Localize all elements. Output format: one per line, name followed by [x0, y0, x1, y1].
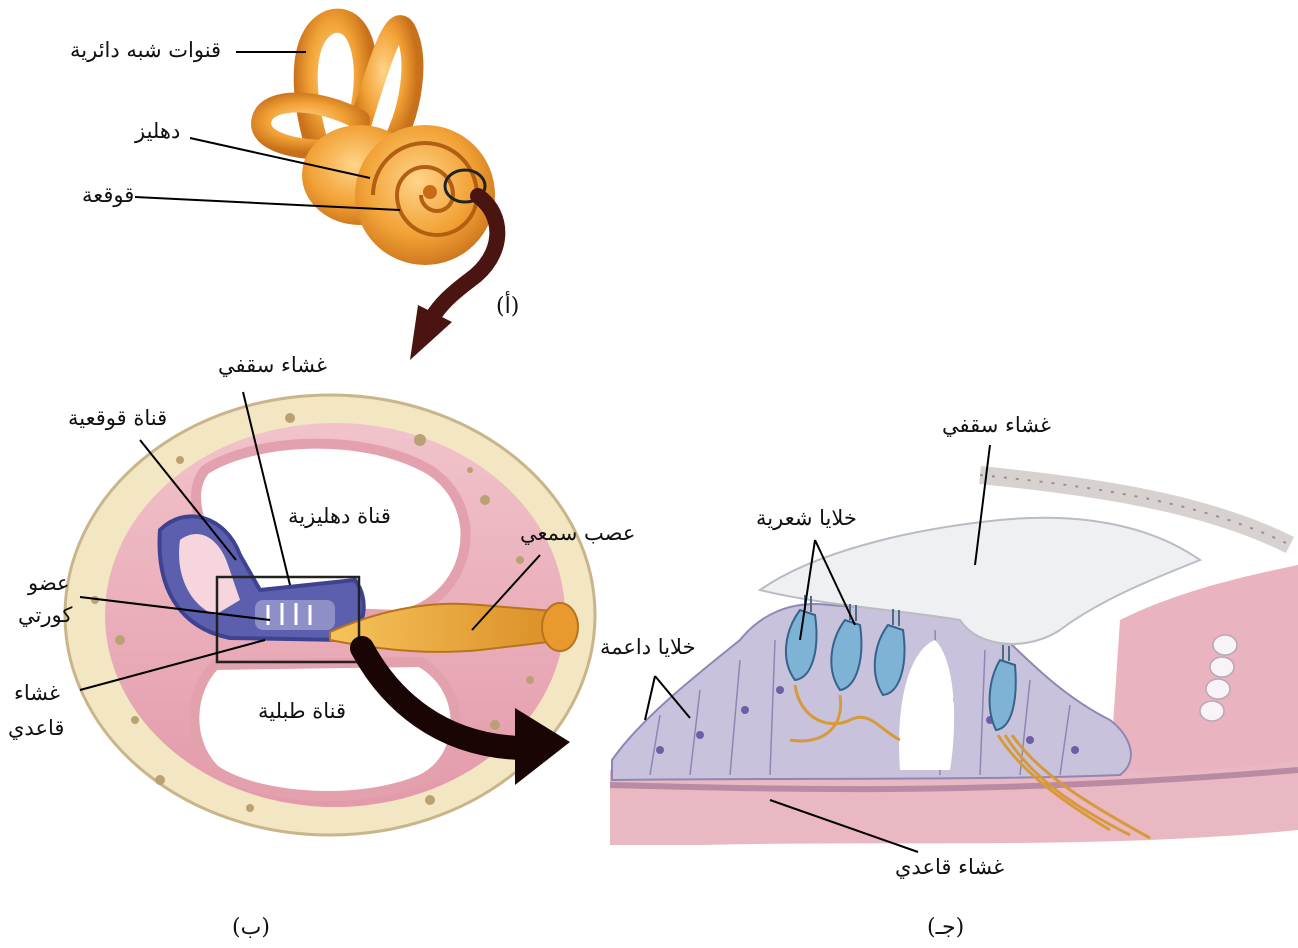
inner-ear-illustration [135, 21, 497, 360]
cochlea-cross-section [65, 392, 595, 835]
label-vestibular-canal: قناة دهليزية [288, 503, 391, 529]
label-cochlear-duct: قناة قوقعية [68, 405, 167, 431]
label-cochlea: قوقعة [82, 182, 134, 208]
label-hair-cells: خلايا شعرية [756, 505, 857, 531]
label-b-tectorial-membrane: غشاء سقفي [218, 352, 327, 378]
label-auditory-nerve: عصب سمعي [520, 520, 635, 546]
tympanic-canal-chamber [194, 662, 455, 796]
label-vestibule: دهليز [135, 118, 180, 144]
label-c-basilar-membrane: غشاء قاعدي [895, 854, 1004, 880]
label-organ-of-corti-1: عضو [28, 570, 70, 596]
label-semicircular-canals: قنوات شبه دائرية [70, 37, 221, 63]
label-organ-of-corti-2: كورتي [18, 602, 72, 628]
caption-a: (أ) [496, 294, 519, 319]
label-supporting-cells: خلايا داعمة [600, 634, 696, 660]
label-c-tectorial-membrane: غشاء سقفي [942, 412, 1051, 438]
label-basilar-membrane-1: غشاء [14, 680, 60, 706]
label-tympanic-canal: قناة طبلية [258, 698, 346, 724]
organ-of-corti-detail [610, 445, 1298, 852]
caption-b: (ب) [232, 915, 270, 940]
label-basilar-membrane-2: قاعدي [8, 715, 64, 741]
caption-c: (جـ) [927, 915, 964, 940]
